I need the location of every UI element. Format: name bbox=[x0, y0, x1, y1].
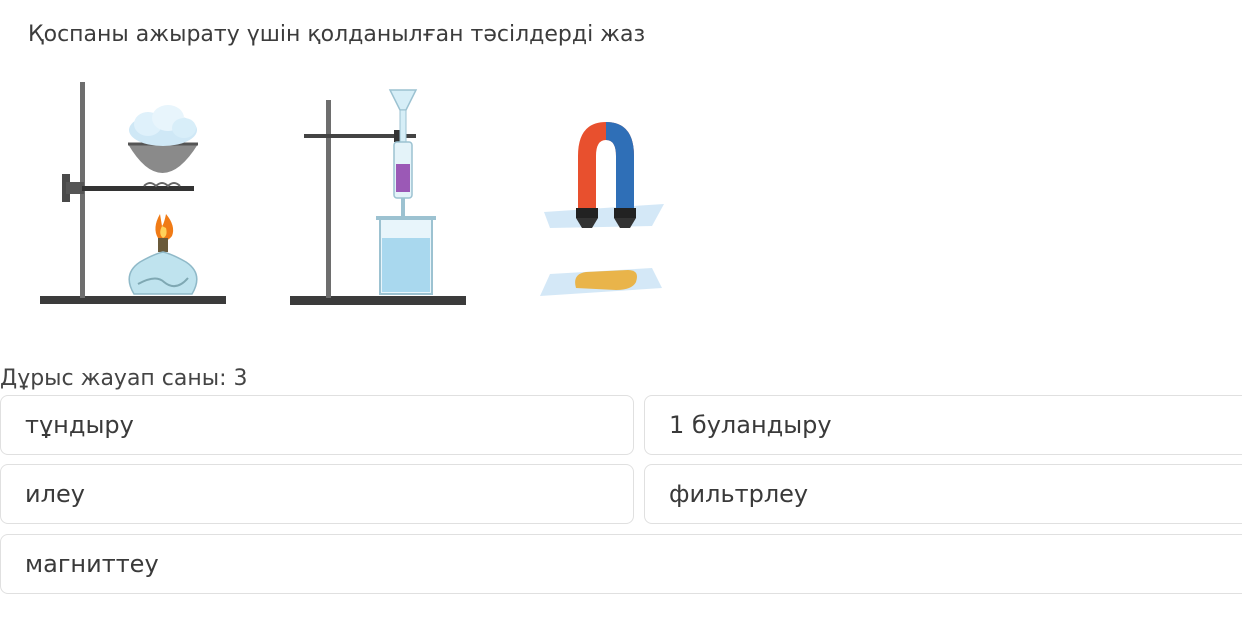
answer-option-label: тұндыру bbox=[25, 411, 134, 439]
evaporation-setup-icon bbox=[40, 82, 226, 304]
answer-option-2[interactable]: 1 буландыру bbox=[644, 395, 1242, 455]
answer-option-1[interactable]: тұндыру bbox=[0, 395, 634, 455]
answer-option-3[interactable]: илеу bbox=[0, 464, 634, 524]
answer-option-label: магниттеу bbox=[25, 550, 159, 578]
question-title: Қоспаны ажырату үшін қолданылған тәсілде… bbox=[28, 22, 646, 47]
magnet-separation-icon bbox=[540, 122, 664, 296]
filtration-setup-icon bbox=[290, 89, 466, 305]
correct-answer-count: Дұрыс жауап саны: 3 bbox=[0, 366, 248, 391]
answer-option-label: 1 буландыру bbox=[669, 411, 832, 439]
answer-option-5[interactable]: магниттеу bbox=[0, 534, 1242, 594]
answer-option-label: фильтрлеу bbox=[669, 480, 809, 508]
question-illustrations bbox=[36, 78, 676, 318]
answer-option-4[interactable]: фильтрлеу bbox=[644, 464, 1242, 524]
answer-option-label: илеу bbox=[25, 480, 85, 508]
